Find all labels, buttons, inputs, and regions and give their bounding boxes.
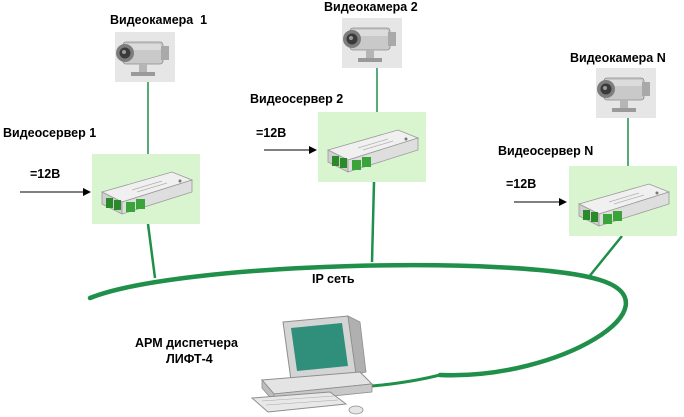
label-server-n: Видеосервер N <box>498 144 593 158</box>
label-power-2: =12В <box>256 126 286 140</box>
camera-2-icon <box>341 17 403 69</box>
video-server-2-icon <box>317 111 427 183</box>
workstation-icon <box>250 315 441 415</box>
server2-network-link <box>370 181 376 263</box>
video-server-n-icon <box>568 165 678 237</box>
label-power-1: =12В <box>30 167 60 181</box>
label-camera-n: Видеокамера N <box>570 51 666 65</box>
label-workstation-line1: АРМ диспетчера <box>135 336 239 350</box>
video-server-1-icon <box>91 153 201 225</box>
label-camera-2: Видеокамера 2 <box>324 0 418 14</box>
label-server-2: Видеосервер 2 <box>250 92 343 106</box>
camera-n-icon <box>595 67 657 119</box>
server1-network-link <box>146 223 157 279</box>
camera-1-icon <box>114 31 176 83</box>
serverN-network-link <box>587 235 623 279</box>
label-power-n: =12В <box>506 177 536 191</box>
label-ip-network: IP сеть <box>312 272 355 286</box>
label-camera-1: Видеокамера 1 <box>110 13 207 27</box>
label-workstation-line2: ЛИФТ-4 <box>166 352 213 366</box>
label-server-1: Видеосервер 1 <box>3 126 96 140</box>
